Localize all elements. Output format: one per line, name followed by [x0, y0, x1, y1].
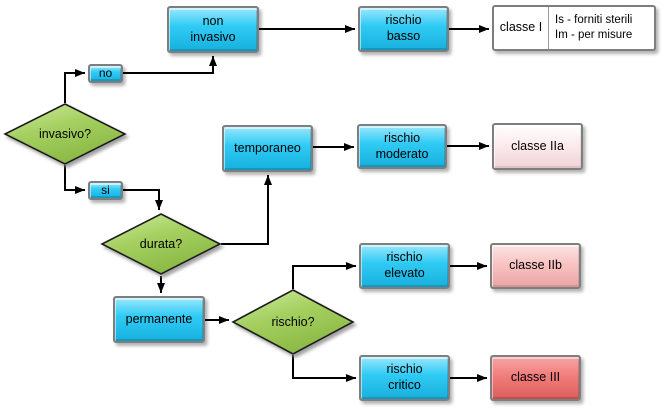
classe-i-note-1: Is - forniti sterili	[555, 14, 633, 27]
result-classe-iii: classe III	[490, 355, 581, 401]
process-temporaneo: temporaneo	[222, 125, 313, 172]
process-permanente: permanente	[113, 296, 205, 343]
classe-i-note-2: Im - per misure	[555, 29, 633, 41]
result-classe-i-notes: Is - forniti sterili Im - per misure	[549, 7, 654, 49]
edge-rischio-to-rischio-elevato	[292, 262, 356, 289]
edge-invasivo-to-si	[64, 165, 85, 194]
decision-rischio: rischio?	[231, 289, 355, 355]
process-rischio-moderato: rischio moderato	[357, 124, 447, 169]
decision-durata-label: durata?	[139, 237, 183, 251]
process-rischio-basso-label: rischio basso	[385, 13, 422, 43]
process-rischio-basso: rischio basso	[358, 6, 449, 52]
diamond-shape	[3, 103, 127, 165]
process-non-invasivo: non invasivo	[167, 6, 259, 53]
edge-si-to-durata	[123, 189, 163, 210]
result-classe-i: classe I Is - forniti sterili Im - per m…	[492, 5, 656, 51]
process-non-invasivo-label: non invasivo	[190, 13, 236, 44]
result-classe-iia-label: classe IIa	[511, 138, 564, 153]
result-classe-iib: classe IIb	[490, 243, 581, 289]
branch-label-no: no	[88, 64, 123, 83]
edge-rischio-to-rischio-critico	[292, 355, 356, 382]
process-rischio-elevato-label: rischio elevato	[384, 250, 425, 280]
branch-si-text: si	[101, 183, 110, 197]
edge-no-to-non-invasivo	[123, 56, 217, 74]
branch-no-text: no	[98, 66, 113, 80]
decision-durata: durata?	[100, 213, 222, 275]
process-rischio-moderato-label: rischio moderato	[375, 130, 429, 161]
edge-invasivo-to-no	[64, 69, 85, 103]
decision-rischio-label: rischio?	[271, 315, 315, 329]
process-rischio-elevato: rischio elevato	[359, 243, 450, 289]
result-classe-iii-label: classe III	[510, 370, 561, 385]
diamond-shape	[231, 289, 355, 355]
edge-durata-to-temporaneo	[221, 175, 272, 245]
process-rischio-critico: rischio critico	[359, 355, 450, 401]
process-rischio-critico-label: rischio critico	[386, 362, 423, 392]
diamond-shape	[100, 213, 222, 275]
process-permanente-label: permanente	[125, 311, 193, 326]
process-temporaneo-label: temporaneo	[234, 140, 301, 155]
result-classe-iib-label: classe IIb	[509, 258, 562, 273]
decision-invasivo: invasivo?	[3, 103, 127, 165]
branch-label-si: si	[88, 181, 123, 200]
result-classe-i-label: classe I	[494, 7, 549, 49]
decision-invasivo-label: invasivo?	[38, 127, 92, 141]
result-classe-iia: classe IIa	[492, 123, 583, 170]
